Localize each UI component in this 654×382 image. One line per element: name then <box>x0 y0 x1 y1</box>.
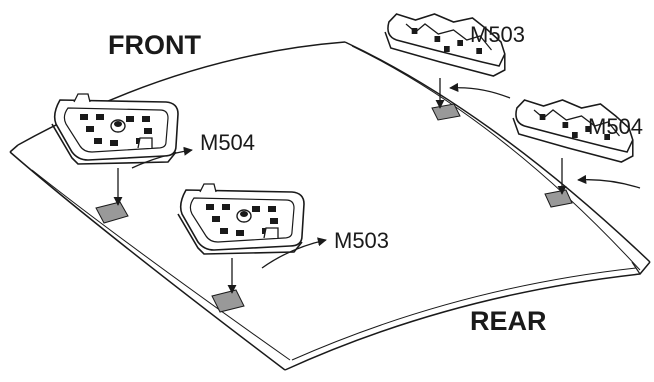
part-label-rear-left: M503 <box>470 22 525 47</box>
front-label: FRONT <box>108 30 201 60</box>
rear-label: REAR <box>470 306 547 336</box>
part-label-rear-right: M504 <box>588 114 643 139</box>
part-label-front-right: M503 <box>334 228 389 253</box>
placement-lines <box>113 78 567 294</box>
direction-arrows <box>131 82 641 269</box>
part-label-front-left: M504 <box>200 130 255 155</box>
